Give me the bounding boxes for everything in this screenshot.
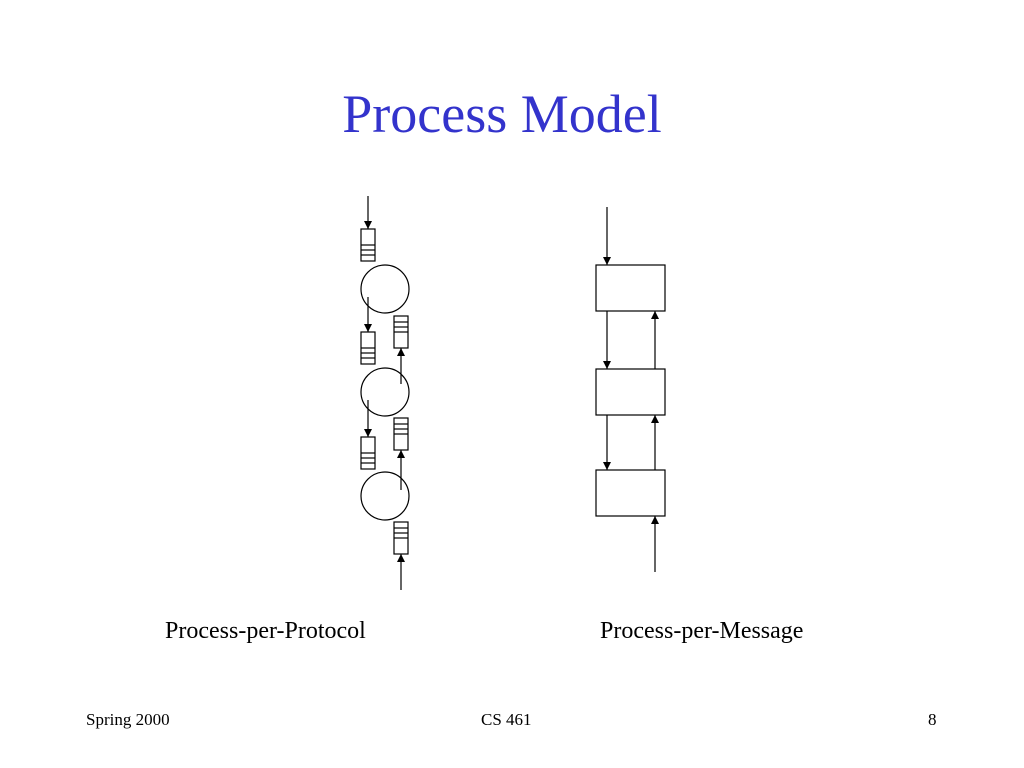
protocol-process-3 [360, 471, 410, 521]
message-layer-box-2 [595, 368, 666, 416]
process-per-protocol-caption: Process-per-Protocol [165, 618, 366, 644]
up-queue-2 [393, 417, 409, 451]
message-layer-box-1 [595, 264, 666, 312]
down-queue-3 [360, 436, 376, 470]
protocol-process-2 [360, 367, 410, 417]
process-per-message-caption: Process-per-Message [600, 618, 804, 644]
down-queue-2 [360, 331, 376, 365]
footer-course: CS 461 [481, 710, 532, 729]
protocol-process-1 [360, 264, 410, 314]
up-queue-1 [393, 315, 409, 349]
message-layer-box-3 [595, 469, 666, 517]
process-per-protocol-diagram [360, 196, 410, 590]
footer-page-number: 8 [928, 710, 937, 729]
up-queue-3 [393, 521, 409, 555]
down-queue-1 [360, 228, 376, 262]
process-per-message-diagram [595, 207, 666, 572]
footer-term: Spring 2000 [86, 710, 170, 729]
slide-title: Process Model [342, 84, 662, 144]
